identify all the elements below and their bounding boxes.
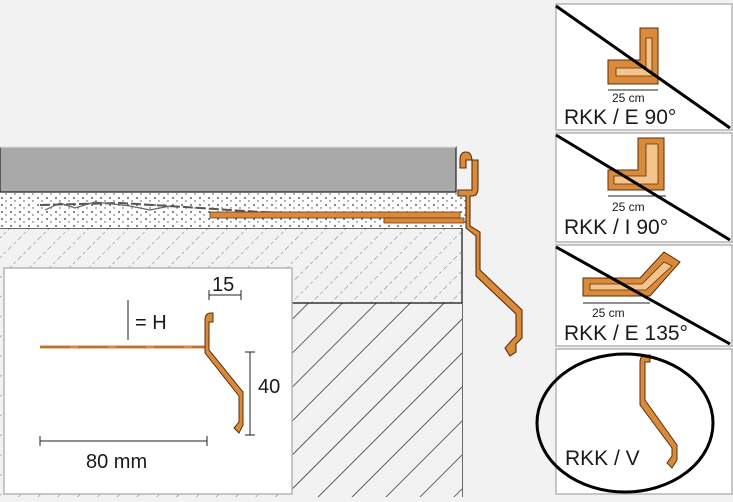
external-corner-135-icon	[582, 251, 681, 297]
variant-1-width: 25 cm	[612, 91, 645, 105]
variant-2-width: 25 cm	[612, 200, 645, 214]
dim-flange-label: 80 mm	[86, 451, 147, 473]
strike-line	[555, 245, 731, 346]
edge-profile	[457, 151, 523, 357]
variant-3-label: RKK / E 135°	[564, 322, 688, 345]
inset-detail: 15 = H 40 80 mm	[3, 267, 293, 495]
variant-1-label: RKK / E 90°	[564, 106, 676, 129]
strike-line	[555, 133, 731, 242]
variant-panel-2: 25 cm RKK / I 90°	[555, 132, 733, 243]
variant-3-width: 25 cm	[592, 306, 625, 320]
variant-2-label: RKK / I 90°	[564, 216, 668, 239]
internal-corner-90-icon	[607, 137, 665, 191]
strike-line	[555, 4, 731, 130]
variant-4-label: RKK / V	[565, 447, 640, 470]
dim-depth-label: 40	[258, 376, 280, 398]
variant-panel-1: 25 cm RKK / E 90°	[555, 3, 733, 131]
inset-profile	[204, 312, 244, 434]
variant-panel-3: 25 cm RKK / E 135°	[555, 244, 733, 347]
selection-circle	[535, 352, 715, 494]
tile	[0, 146, 457, 193]
dim-height-label: = H	[135, 312, 167, 334]
dim-width-label: 15	[212, 274, 234, 296]
variant-panel-4: RKK / V	[535, 348, 733, 495]
